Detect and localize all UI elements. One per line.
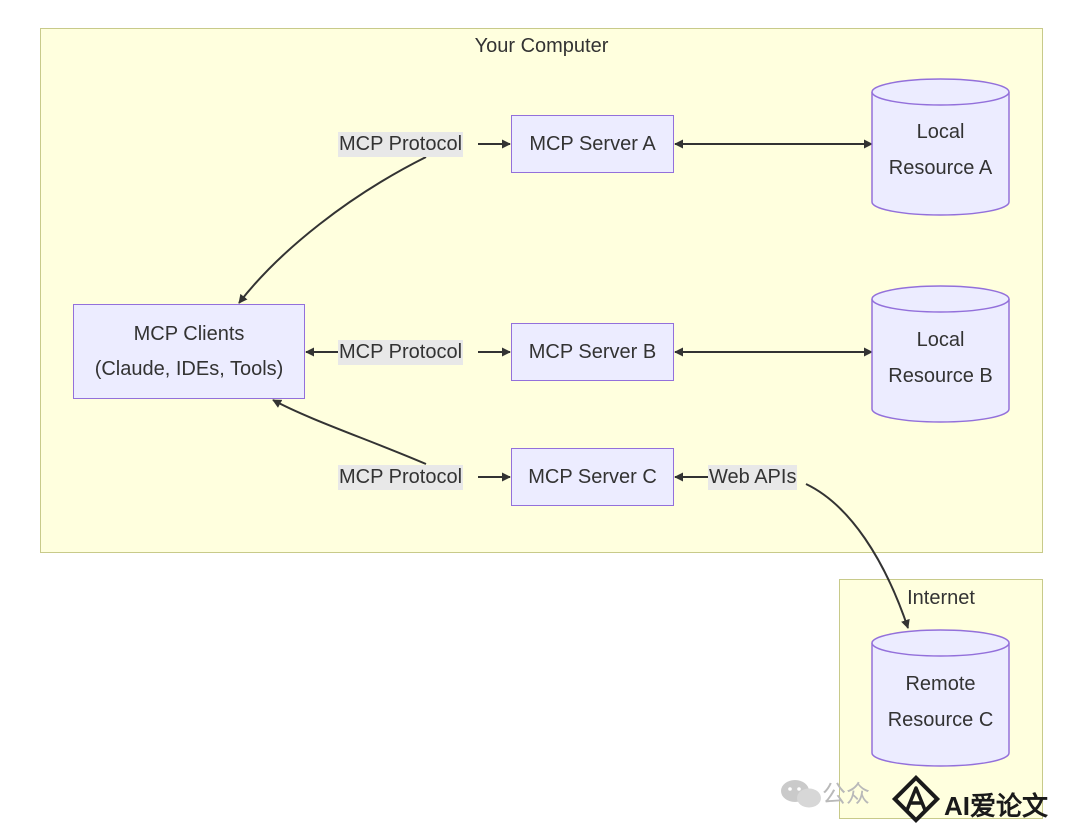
edge-label-mcp-protocol-b: MCP Protocol — [338, 340, 464, 365]
cluster-title-your-computer: Your Computer — [474, 35, 609, 57]
node-mcp-clients-title: MCP Clients — [133, 322, 245, 345]
node-local-resource-b-line1: Local — [916, 329, 965, 351]
ai-logo-icon — [891, 774, 941, 824]
edge-clients-server-a-curve — [238, 156, 427, 304]
node-mcp-clients: MCP Clients (Claude, IDEs, Tools) — [73, 304, 305, 399]
cylinder-local-resource-a — [871, 78, 1010, 216]
node-remote-resource-c-line2: Resource C — [887, 709, 994, 731]
edge-label-mcp-protocol-a: MCP Protocol — [338, 132, 464, 157]
node-mcp-server-c: MCP Server C — [511, 448, 674, 506]
edge-label-web-apis: Web APIs — [708, 465, 798, 490]
node-local-resource-a-line1: Local — [916, 121, 965, 143]
node-mcp-clients-subtitle: (Claude, IDEs, Tools) — [94, 357, 284, 380]
node-local-resource-a-line2: Resource A — [888, 157, 993, 179]
node-mcp-server-b: MCP Server B — [511, 323, 674, 381]
edge-clients-server-c-curve — [272, 399, 427, 465]
watermark-faded-text: 公众 — [822, 781, 870, 808]
edge-label-mcp-protocol-c: MCP Protocol — [338, 465, 464, 490]
node-mcp-server-c-label: MCP Server C — [528, 465, 657, 488]
node-local-resource-b: Local Resource B — [872, 308, 1009, 408]
node-local-resource-a: Local Resource A — [872, 100, 1009, 200]
cylinder-local-resource-b — [871, 285, 1010, 423]
cylinder-remote-resource-c — [871, 629, 1010, 767]
cluster-title-internet: Internet — [907, 587, 975, 609]
node-mcp-server-a-label: MCP Server A — [529, 132, 656, 155]
node-mcp-server-b-label: MCP Server B — [528, 340, 657, 363]
wechat-icon — [781, 780, 821, 808]
node-remote-resource-c: Remote Resource C — [872, 652, 1009, 752]
node-remote-resource-c-line1: Remote — [905, 673, 976, 695]
edge-web-apis-resource-c-curve — [805, 483, 910, 629]
watermark-brand-text: AI爱论文 — [944, 791, 1049, 821]
node-mcp-server-a: MCP Server A — [511, 115, 674, 173]
node-local-resource-b-line2: Resource B — [888, 365, 993, 387]
